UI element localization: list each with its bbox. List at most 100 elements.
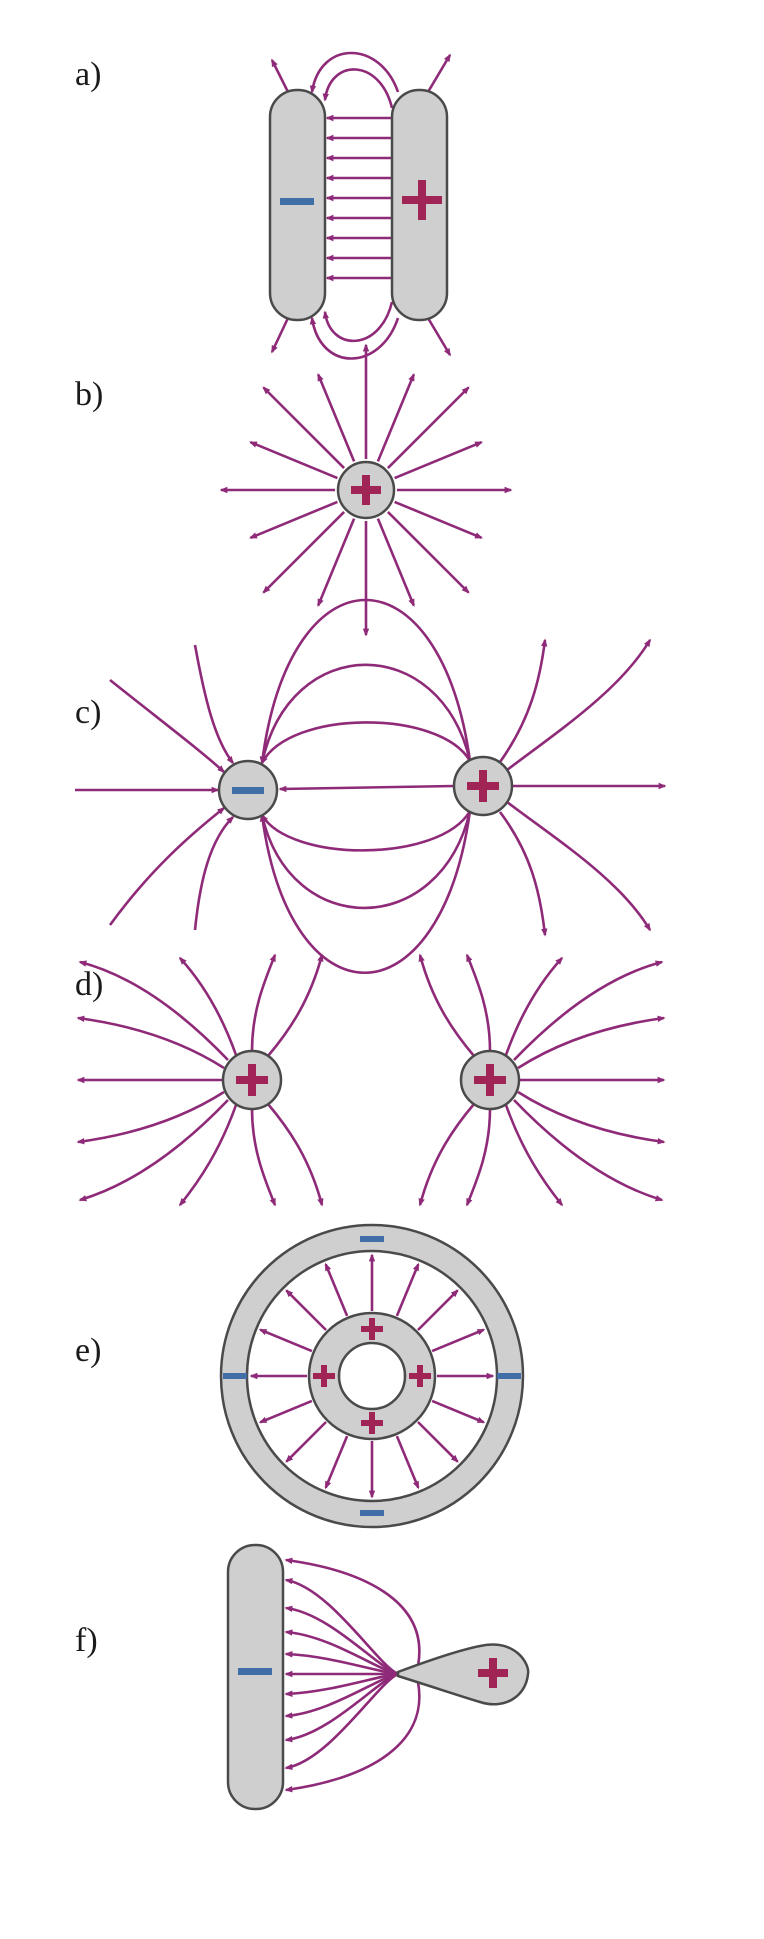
field-line <box>513 1099 664 1202</box>
panel-e-concentric-rings <box>219 1223 525 1529</box>
field-line <box>285 1289 327 1331</box>
field-line <box>316 373 356 462</box>
field-line <box>267 1103 324 1207</box>
field-line <box>258 1399 313 1424</box>
field-line <box>260 721 472 765</box>
panel-label-b: b) <box>75 376 103 413</box>
negative-plate <box>226 1543 285 1811</box>
plus-sign <box>467 770 499 802</box>
field-line <box>513 960 664 1061</box>
minus-sign <box>232 787 264 794</box>
field-line <box>249 500 338 540</box>
field-line <box>284 1672 399 1719</box>
field-line <box>324 1262 349 1317</box>
field-line <box>418 1103 475 1207</box>
panel-b-point-charge <box>219 343 513 637</box>
teardrop-conductor <box>396 1643 530 1706</box>
panel-f-plate-and-point <box>226 1543 530 1811</box>
field-line <box>262 386 346 470</box>
field-line <box>284 1577 399 1676</box>
field-line <box>258 1328 313 1353</box>
panel-label-d: d) <box>75 966 103 1003</box>
field-line <box>431 1328 486 1353</box>
field-line <box>267 953 324 1057</box>
panel-e-field-lines <box>249 1253 495 1499</box>
field-line <box>250 953 277 1052</box>
panel-a-parallel-plates <box>268 51 452 360</box>
field-line <box>395 1262 420 1317</box>
field-line <box>260 810 472 910</box>
panel-label-e: e) <box>75 1332 101 1369</box>
plus-sign <box>236 1064 268 1096</box>
field-line <box>517 1015 666 1070</box>
field-line <box>259 810 472 974</box>
panel-f-field-lines <box>284 1557 421 1793</box>
panel-a-field-lines <box>270 51 452 360</box>
field-line <box>465 953 492 1052</box>
field-line <box>285 1421 327 1463</box>
field-line <box>426 53 452 93</box>
field-line <box>284 1681 421 1793</box>
panel-label-a: a) <box>75 56 101 93</box>
field-line <box>78 960 229 1061</box>
plus-sign <box>351 475 381 505</box>
field-line <box>418 953 475 1057</box>
field-line <box>78 1099 229 1202</box>
inner-ring <box>307 1311 437 1441</box>
panel-label-c: c) <box>75 694 101 731</box>
field-line <box>178 1104 238 1207</box>
inner-ring-plus-signs <box>313 1318 431 1434</box>
field-line <box>376 518 416 607</box>
field-line <box>193 644 235 765</box>
field-line <box>193 815 235 931</box>
field-line <box>465 1108 492 1207</box>
field-line <box>262 510 346 594</box>
plus-sign <box>474 1064 506 1096</box>
panel-b-field-lines <box>219 343 513 637</box>
field-line <box>517 1090 666 1145</box>
field-line <box>260 810 472 852</box>
field-line <box>316 518 356 607</box>
field-line <box>284 1672 399 1771</box>
field-line <box>498 638 548 763</box>
field-line <box>431 1399 486 1424</box>
panel-d-two-positive-charges <box>76 953 666 1207</box>
field-line <box>506 800 652 932</box>
field-line <box>426 317 452 357</box>
field-line <box>322 301 394 343</box>
field-line <box>178 956 238 1056</box>
field-line <box>270 317 290 354</box>
field-line <box>504 1104 564 1207</box>
field-line <box>394 440 483 480</box>
field-line <box>250 1108 277 1207</box>
field-line <box>386 510 470 594</box>
plus-sign <box>402 180 442 220</box>
field-line <box>394 500 483 540</box>
field-line <box>284 1629 399 1676</box>
field-line <box>386 386 470 470</box>
field-line <box>278 784 455 793</box>
field-line <box>108 806 226 926</box>
field-line <box>417 1289 459 1331</box>
panel-label-f: f) <box>75 1622 98 1659</box>
field-line <box>324 1435 349 1490</box>
minus-sign <box>280 198 314 205</box>
panel-d-field-lines <box>76 953 666 1207</box>
field-line <box>309 51 400 94</box>
field-line <box>395 1435 420 1490</box>
field-line <box>506 638 652 772</box>
field-line <box>260 663 472 765</box>
field-line <box>498 811 548 937</box>
minus-sign <box>238 1668 272 1675</box>
field-line <box>270 58 290 93</box>
field-line <box>504 956 564 1056</box>
panel-c-dipole <box>75 598 667 974</box>
field-line <box>76 1015 225 1070</box>
outer-ring-minus-signs <box>223 1236 521 1516</box>
field-line <box>309 316 400 360</box>
field-line <box>417 1421 459 1463</box>
field-line <box>284 1557 421 1667</box>
field-line <box>249 440 338 480</box>
field-line <box>376 373 416 462</box>
